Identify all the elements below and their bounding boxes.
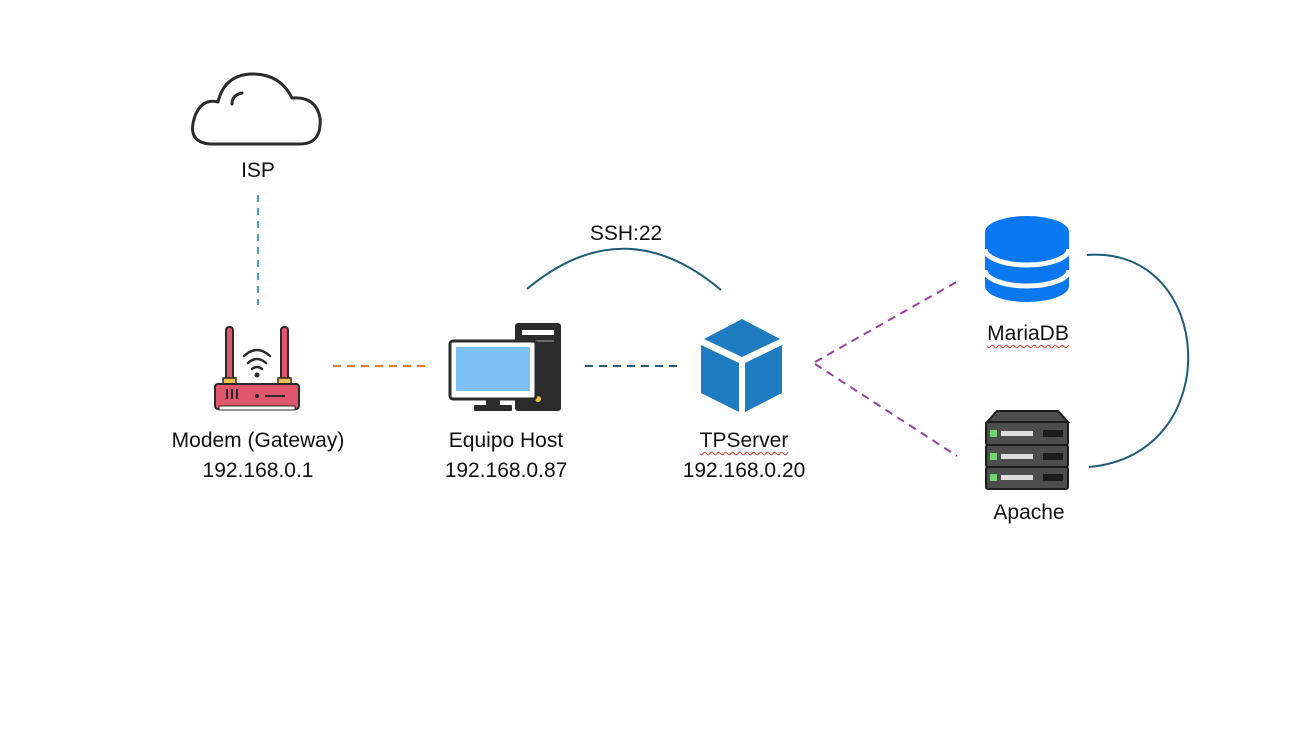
isp-label: ISP: [241, 156, 275, 186]
host-ip: 192.168.0.87: [444, 459, 568, 482]
server-rack-icon: [984, 410, 1071, 490]
host-name: Equipo Host: [448, 429, 564, 452]
modem-label: Modem (Gateway) 192.168.0.1: [172, 426, 345, 486]
isp-name: ISP: [241, 159, 275, 182]
database-icon: [982, 216, 1072, 302]
apache-name: Apache: [993, 501, 1065, 524]
apache-label: Apache: [993, 498, 1064, 528]
cloud-icon: [191, 72, 322, 146]
server-apache-link: [814, 363, 958, 457]
mariadb-label: MariaDB: [987, 319, 1069, 349]
router-icon: [214, 326, 300, 411]
host-label: Equipo Host 192.168.0.87: [445, 426, 568, 486]
ssh-port: SSH:22: [589, 222, 663, 245]
services-arc: [1086, 253, 1190, 468]
ssh-label: SSH:22: [590, 219, 662, 249]
server-cube-icon: [701, 319, 782, 412]
ssh-arc: [526, 247, 722, 291]
modem-ip: 192.168.0.1: [202, 459, 314, 482]
desktop-computer-icon: [448, 323, 561, 411]
server-ip: 192.168.0.20: [682, 459, 806, 482]
server-label: TPServer 192.168.0.20: [683, 426, 806, 486]
modem-name: Modem (Gateway): [171, 429, 345, 452]
mariadb-name: MariaDB: [987, 322, 1069, 345]
server-mariadb-link: [814, 279, 961, 363]
server-name: TPServer: [699, 429, 789, 452]
